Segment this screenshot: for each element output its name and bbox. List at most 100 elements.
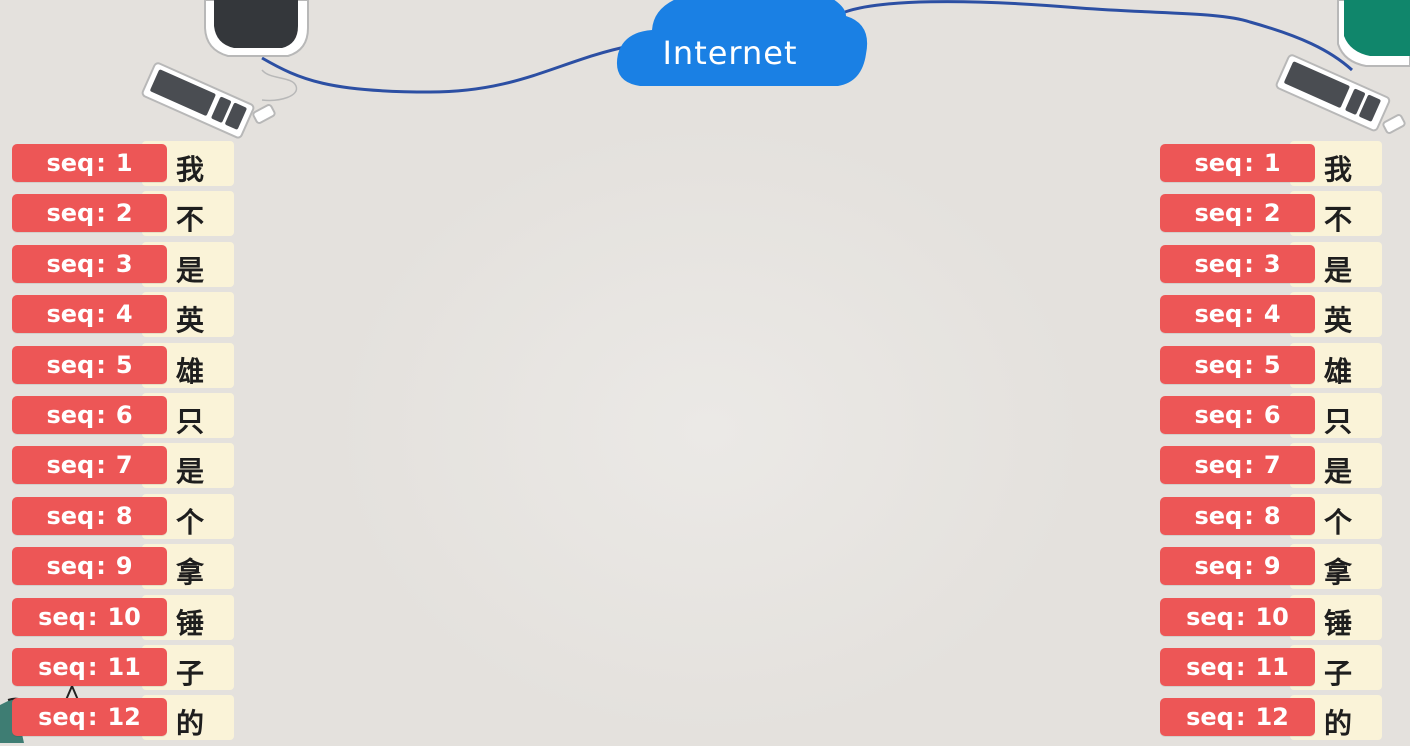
packet-char: 不 (1323, 203, 1352, 237)
left-computer (141, 0, 309, 139)
packet-char: 我 (1323, 153, 1352, 186)
seq-separator: : (1244, 300, 1254, 329)
seq-prefix: seq (46, 552, 95, 581)
seq-number: 9 (115, 552, 133, 581)
seq-prefix: seq (46, 149, 95, 177)
seq-number: 1 (1263, 149, 1281, 177)
packet-char: 雄 (1323, 354, 1352, 388)
packet-char: 拿 (1323, 556, 1352, 590)
right-keyboard (1275, 54, 1391, 132)
seq-prefix: seq (1194, 501, 1243, 530)
seq-number: 12 (107, 703, 141, 732)
seq-number: 3 (115, 249, 133, 278)
packet-char: 锤 (175, 606, 204, 640)
seq-tag: seq:1 (1160, 144, 1315, 182)
packet-char: 锤 (1323, 606, 1352, 640)
seq-separator: : (1235, 602, 1246, 631)
seq-number: 5 (115, 350, 133, 379)
packet-char: 个 (175, 505, 204, 539)
seq-tag: seq:8 (12, 496, 167, 535)
seq-prefix: seq (46, 300, 95, 329)
seq-prefix: seq (46, 350, 95, 379)
seq-separator: : (96, 350, 106, 379)
internet-label: Internet (662, 34, 798, 72)
packet-char: 只 (1323, 404, 1352, 438)
seq-number: 12 (1255, 703, 1289, 732)
packet-char: 的 (1323, 707, 1352, 741)
seq-number: 10 (1255, 602, 1289, 631)
seq-number: 3 (1263, 249, 1281, 278)
seq-separator: : (1244, 149, 1254, 177)
seq-separator: : (96, 400, 106, 429)
seq-tag: seq:2 (12, 194, 167, 233)
seq-tag: seq:9 (1160, 547, 1315, 586)
seq-number: 7 (1263, 451, 1281, 480)
seq-number: 4 (115, 300, 133, 329)
seq-tag: seq:2 (1160, 194, 1315, 233)
left-cable (261, 44, 631, 94)
seq-prefix: seq (38, 652, 86, 681)
packet-char: 英 (1323, 304, 1352, 338)
seq-tag: seq:1 (12, 144, 167, 182)
seq-prefix: seq (1194, 400, 1243, 429)
packet-char: 是 (175, 253, 204, 287)
right-cable (844, 0, 1354, 72)
right-computer (1275, 0, 1410, 134)
seq-separator: : (96, 300, 106, 329)
seq-separator: : (87, 652, 98, 681)
seq-prefix: seq (46, 249, 95, 278)
seq-prefix: seq (1194, 249, 1243, 278)
seq-tag: seq:11 (1160, 647, 1315, 686)
seq-number: 7 (115, 451, 133, 480)
internet-cloud (617, 0, 867, 86)
seq-prefix: seq (1186, 652, 1234, 681)
seq-separator: : (1244, 400, 1254, 429)
packet-char: 英 (175, 304, 204, 338)
seq-number: 5 (1263, 350, 1281, 379)
seq-tag: seq:4 (12, 295, 167, 334)
seq-separator: : (1244, 350, 1254, 379)
seq-separator: : (96, 249, 106, 278)
seq-number: 8 (1263, 501, 1281, 530)
packet-char: 不 (175, 203, 204, 237)
left-monitor-screen (214, 0, 298, 48)
seq-prefix: seq (46, 501, 95, 530)
seq-tag: seq:12 (12, 698, 167, 737)
seq-separator: : (96, 552, 106, 581)
packet-char: 子 (175, 656, 204, 690)
seq-prefix: seq (38, 703, 86, 732)
seq-separator: : (1244, 552, 1254, 581)
packet-char: 的 (175, 707, 204, 741)
seq-prefix: seq (1194, 199, 1243, 228)
right-mouse (1382, 114, 1406, 134)
seq-number: 9 (1263, 552, 1281, 581)
seq-number: 2 (115, 199, 133, 228)
seq-separator: : (96, 199, 106, 228)
seq-separator: : (96, 149, 106, 177)
packet-char: 拿 (175, 556, 204, 590)
seq-prefix: seq (1194, 300, 1243, 329)
seq-number: 10 (107, 602, 141, 631)
seq-tag: seq:7 (12, 446, 167, 485)
seq-separator: : (1235, 703, 1246, 732)
packet-char: 子 (1323, 656, 1352, 690)
seq-prefix: seq (1194, 149, 1243, 177)
seq-tag: seq:5 (1160, 345, 1315, 384)
packet-char: 是 (1323, 253, 1352, 287)
packet-char: 是 (175, 455, 204, 489)
left-mouse-cord (261, 69, 298, 102)
background-glow (330, 120, 1090, 740)
seq-number: 6 (115, 400, 133, 429)
seq-prefix: seq (1194, 552, 1243, 581)
seq-separator: : (87, 602, 98, 631)
seq-separator: : (1244, 451, 1254, 480)
seq-tag: seq:5 (12, 345, 167, 384)
seq-number: 11 (107, 652, 141, 681)
left-mouse (252, 104, 276, 124)
seq-tag: seq:8 (1160, 496, 1315, 535)
seq-prefix: seq (46, 451, 95, 480)
seq-separator: : (1244, 199, 1254, 228)
left-keyboard (141, 62, 255, 139)
seq-prefix: seq (1186, 703, 1234, 732)
